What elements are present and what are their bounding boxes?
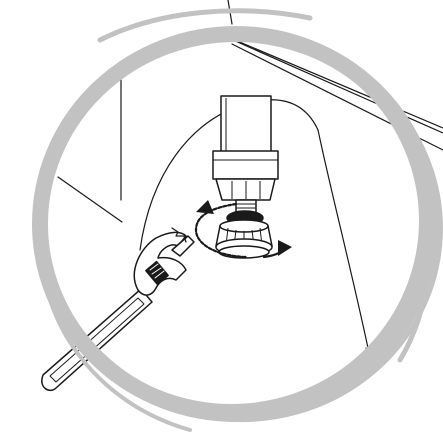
leveling-foot-icon (213, 96, 278, 258)
